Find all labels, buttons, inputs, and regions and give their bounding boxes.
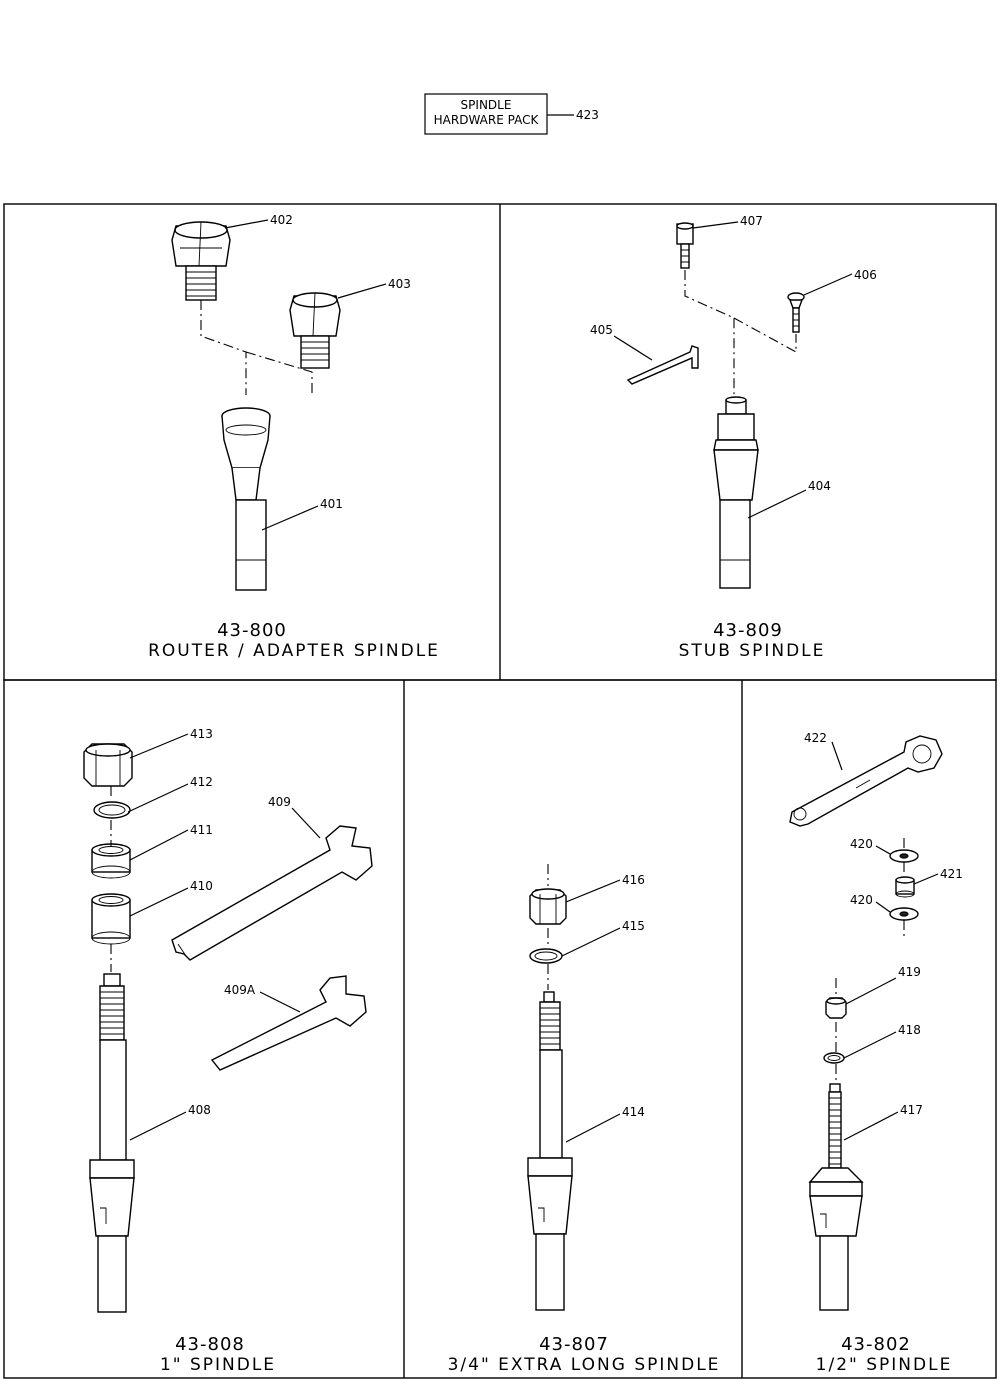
callout-420-lower: 420 — [850, 893, 873, 907]
panel-one-inch-spindle: 413 412 411 410 — [83, 727, 373, 1375]
callout-404: 404 — [808, 479, 831, 493]
nut-416 — [529, 888, 567, 925]
bottom-frame — [3, 679, 997, 1379]
screw-406 — [787, 292, 805, 333]
callout-405: 405 — [590, 323, 613, 337]
nut-413 — [83, 743, 133, 787]
bushing-410 — [91, 893, 131, 945]
callout-415: 415 — [622, 919, 645, 933]
panel-half-inch-spindle: 422 420 421 420 419 — [789, 731, 963, 1375]
callout-416: 416 — [622, 873, 645, 887]
kit-number-43-802: 43-802 — [841, 1334, 911, 1355]
ring-415 — [529, 948, 563, 964]
callout-406: 406 — [854, 268, 877, 282]
callout-418: 418 — [898, 1023, 921, 1037]
nut-419 — [825, 997, 847, 1019]
washer-420-upper — [889, 849, 919, 863]
hardware-pack-callout: 423 — [576, 108, 599, 122]
callout-402: 402 — [270, 213, 293, 227]
spindle-414 — [527, 991, 573, 1311]
ring-412 — [93, 801, 131, 819]
callout-412: 412 — [190, 775, 213, 789]
callout-413: 413 — [190, 727, 213, 741]
collet-402 — [171, 221, 231, 301]
callout-417: 417 — [900, 1103, 923, 1117]
kit-name-half-inch-spindle: 1/2" SPINDLE — [816, 1355, 953, 1375]
callout-407: 407 — [740, 214, 763, 228]
callout-414: 414 — [622, 1105, 645, 1119]
hex-key-405 — [626, 345, 699, 385]
kit-name-stub-spindle: STUB SPINDLE — [679, 641, 826, 661]
hardware-pack: SPINDLE HARDWARE PACK 423 — [424, 93, 599, 135]
callout-409: 409 — [268, 795, 291, 809]
panel-three-quarter-spindle: 416 415 414 43-807 3/4" EXTRA LONG SPIND… — [448, 864, 721, 1375]
panel-frames — [3, 203, 997, 1379]
wrench-409 — [171, 825, 373, 961]
hardware-pack-box — [424, 93, 548, 135]
spindle-401 — [221, 407, 271, 591]
hardware-pack-line1: SPINDLE — [461, 98, 512, 112]
kit-number-43-808: 43-808 — [175, 1334, 245, 1355]
kit-number-43-807: 43-807 — [539, 1334, 609, 1355]
panel-router-adapter-spindle: 402 403 401 43-800 ROUTER / ADAPTER SPIN… — [148, 213, 440, 661]
bearing-411 — [91, 843, 131, 879]
ring-418 — [823, 1052, 845, 1064]
spindle-417 — [808, 1083, 864, 1311]
hardware-pack-line2: HARDWARE PACK — [434, 113, 540, 127]
callout-409a: 409A — [224, 983, 256, 997]
callout-419: 419 — [898, 965, 921, 979]
washer-420-lower — [889, 907, 919, 921]
collet-403 — [289, 292, 341, 369]
kit-name-three-quarter-spindle: 3/4" EXTRA LONG SPINDLE — [448, 1355, 721, 1375]
wrench-409a — [210, 975, 367, 1071]
kit-name-one-inch-spindle: 1" SPINDLE — [160, 1355, 276, 1375]
callout-422: 422 — [804, 731, 827, 745]
screw-407 — [676, 222, 694, 269]
callout-408: 408 — [188, 1103, 211, 1117]
callout-420-upper: 420 — [850, 837, 873, 851]
callout-421: 421 — [940, 867, 963, 881]
spanner-wrench-422 — [789, 735, 943, 827]
callout-401: 401 — [320, 497, 343, 511]
spacer-421 — [895, 876, 915, 898]
callout-411: 411 — [190, 823, 213, 837]
kit-name-router-adapter-spindle: ROUTER / ADAPTER SPINDLE — [148, 641, 440, 661]
panel-stub-spindle: 407 406 405 404 43-8 — [590, 214, 877, 661]
spindle-408 — [89, 973, 135, 1313]
callout-410: 410 — [190, 879, 213, 893]
spindle-404 — [713, 396, 759, 589]
kit-number-43-809: 43-809 — [713, 620, 783, 641]
kit-number-43-800: 43-800 — [217, 620, 287, 641]
callout-403: 403 — [388, 277, 411, 291]
